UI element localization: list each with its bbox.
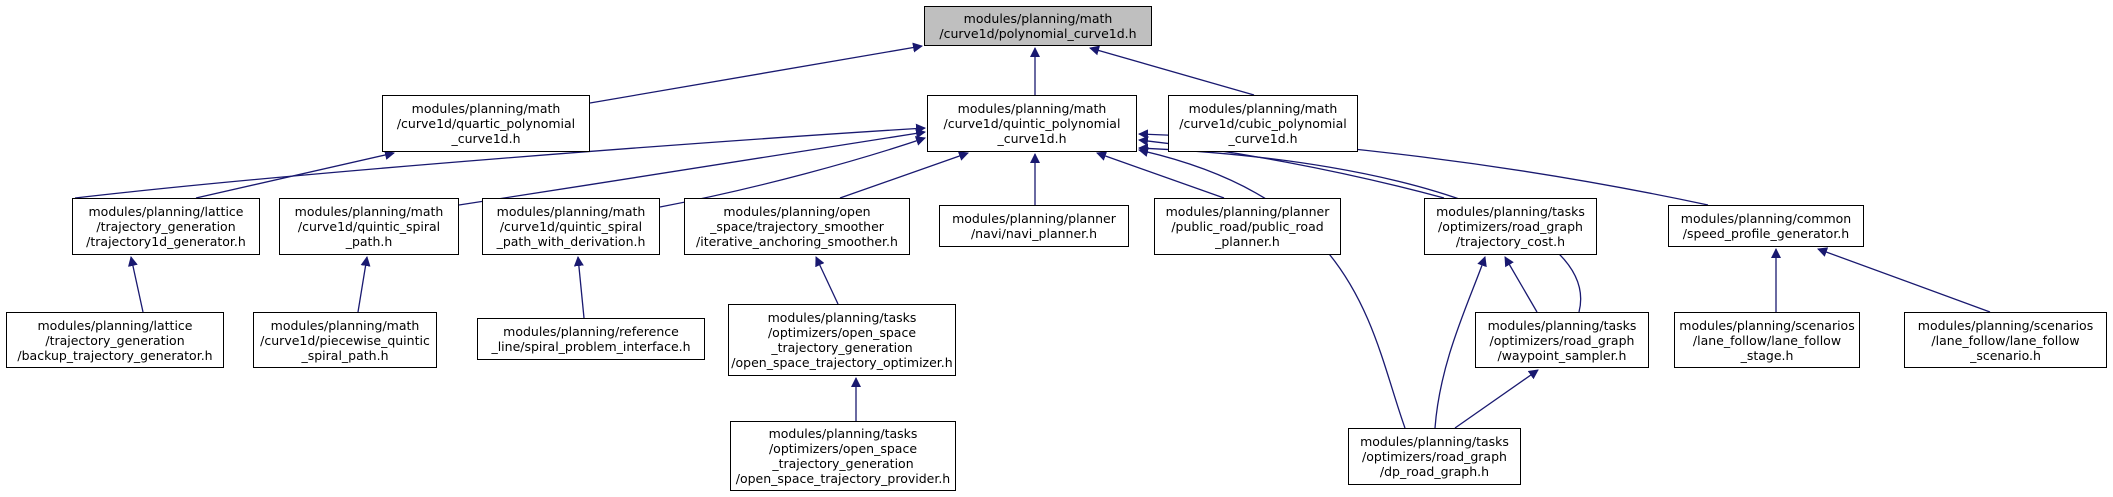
edge-n20-to-n16 [1454, 369, 1539, 429]
node-lane-follow-scenario[interactable]: modules/planning/scenarios /lane_follow/… [1904, 312, 2107, 368]
node-quartic-polynomial-curve1d[interactable]: modules/planning/math /curve1d/quartic_p… [382, 95, 590, 152]
node-lane-follow-stage[interactable]: modules/planning/scenarios /lane_follow/… [1674, 312, 1860, 368]
node-waypoint-sampler[interactable]: modules/planning/tasks /optimizers/road_… [1475, 312, 1649, 368]
edge-n20-to-n10 [1434, 256, 1487, 429]
edge-n3-to-n0 [1089, 45, 1255, 96]
edge-n14-to-n6 [573, 256, 585, 319]
edge-n18-to-n11 [1817, 247, 1991, 313]
edge-n13-to-n5 [357, 256, 371, 313]
node-public-road-planner[interactable]: modules/planning/planner /public_road/pu… [1154, 198, 1341, 255]
node-quintic-polynomial-curve1d[interactable]: modules/planning/math /curve1d/quintic_p… [927, 95, 1137, 152]
edge-n1-to-n0 [589, 42, 923, 104]
node-quintic-spiral-path-with-derivation[interactable]: modules/planning/math /curve1d/quintic_s… [482, 198, 660, 255]
node-speed-profile-generator[interactable]: modules/planning/common /speed_profile_g… [1668, 205, 1864, 247]
node-cubic-polynomial-curve1d[interactable]: modules/planning/math /curve1d/cubic_pol… [1168, 95, 1358, 152]
node-open-space-trajectory-optimizer[interactable]: modules/planning/tasks /optimizers/open_… [728, 304, 956, 376]
node-iterative-anchoring-smoother[interactable]: modules/planning/open _space/trajectory_… [684, 198, 910, 255]
edge-n12-to-n4 [128, 256, 144, 313]
edge-n7-to-n2 [839, 151, 969, 199]
node-backup-trajectory-generator[interactable]: modules/planning/lattice /trajectory_gen… [6, 312, 224, 368]
node-trajectory1d-generator[interactable]: modules/planning/lattice /trajectory_gen… [72, 198, 260, 255]
edge-n9-to-n2 [1096, 151, 1225, 199]
node-dp-road-graph[interactable]: modules/planning/tasks /optimizers/road_… [1348, 428, 1521, 485]
edge-n16-to-n10 [1504, 256, 1538, 313]
node-spiral-problem-interface[interactable]: modules/planning/reference _line/spiral_… [477, 318, 705, 360]
edge-n5-to-n2 [458, 128, 926, 206]
node-trajectory-cost[interactable]: modules/planning/tasks /optimizers/road_… [1424, 198, 1597, 255]
edge-n15-to-n7 [815, 256, 839, 305]
node-navi-planner[interactable]: modules/planning/planner /navi/navi_plan… [939, 205, 1129, 247]
node-polynomial-curve1d: modules/planning/math /curve1d/polynomia… [924, 6, 1152, 46]
node-piecewise-quintic-spiral-path[interactable]: modules/planning/math /curve1d/piecewise… [253, 312, 437, 368]
edge-n4-to-n2 [74, 123, 926, 199]
edge-n6-to-n2 [659, 136, 926, 208]
edge-n20-to-n2 [1138, 147, 1406, 429]
node-open-space-trajectory-provider[interactable]: modules/planning/tasks /optimizers/open_… [730, 421, 956, 491]
node-quintic-spiral-path[interactable]: modules/planning/math /curve1d/quintic_s… [279, 198, 459, 255]
